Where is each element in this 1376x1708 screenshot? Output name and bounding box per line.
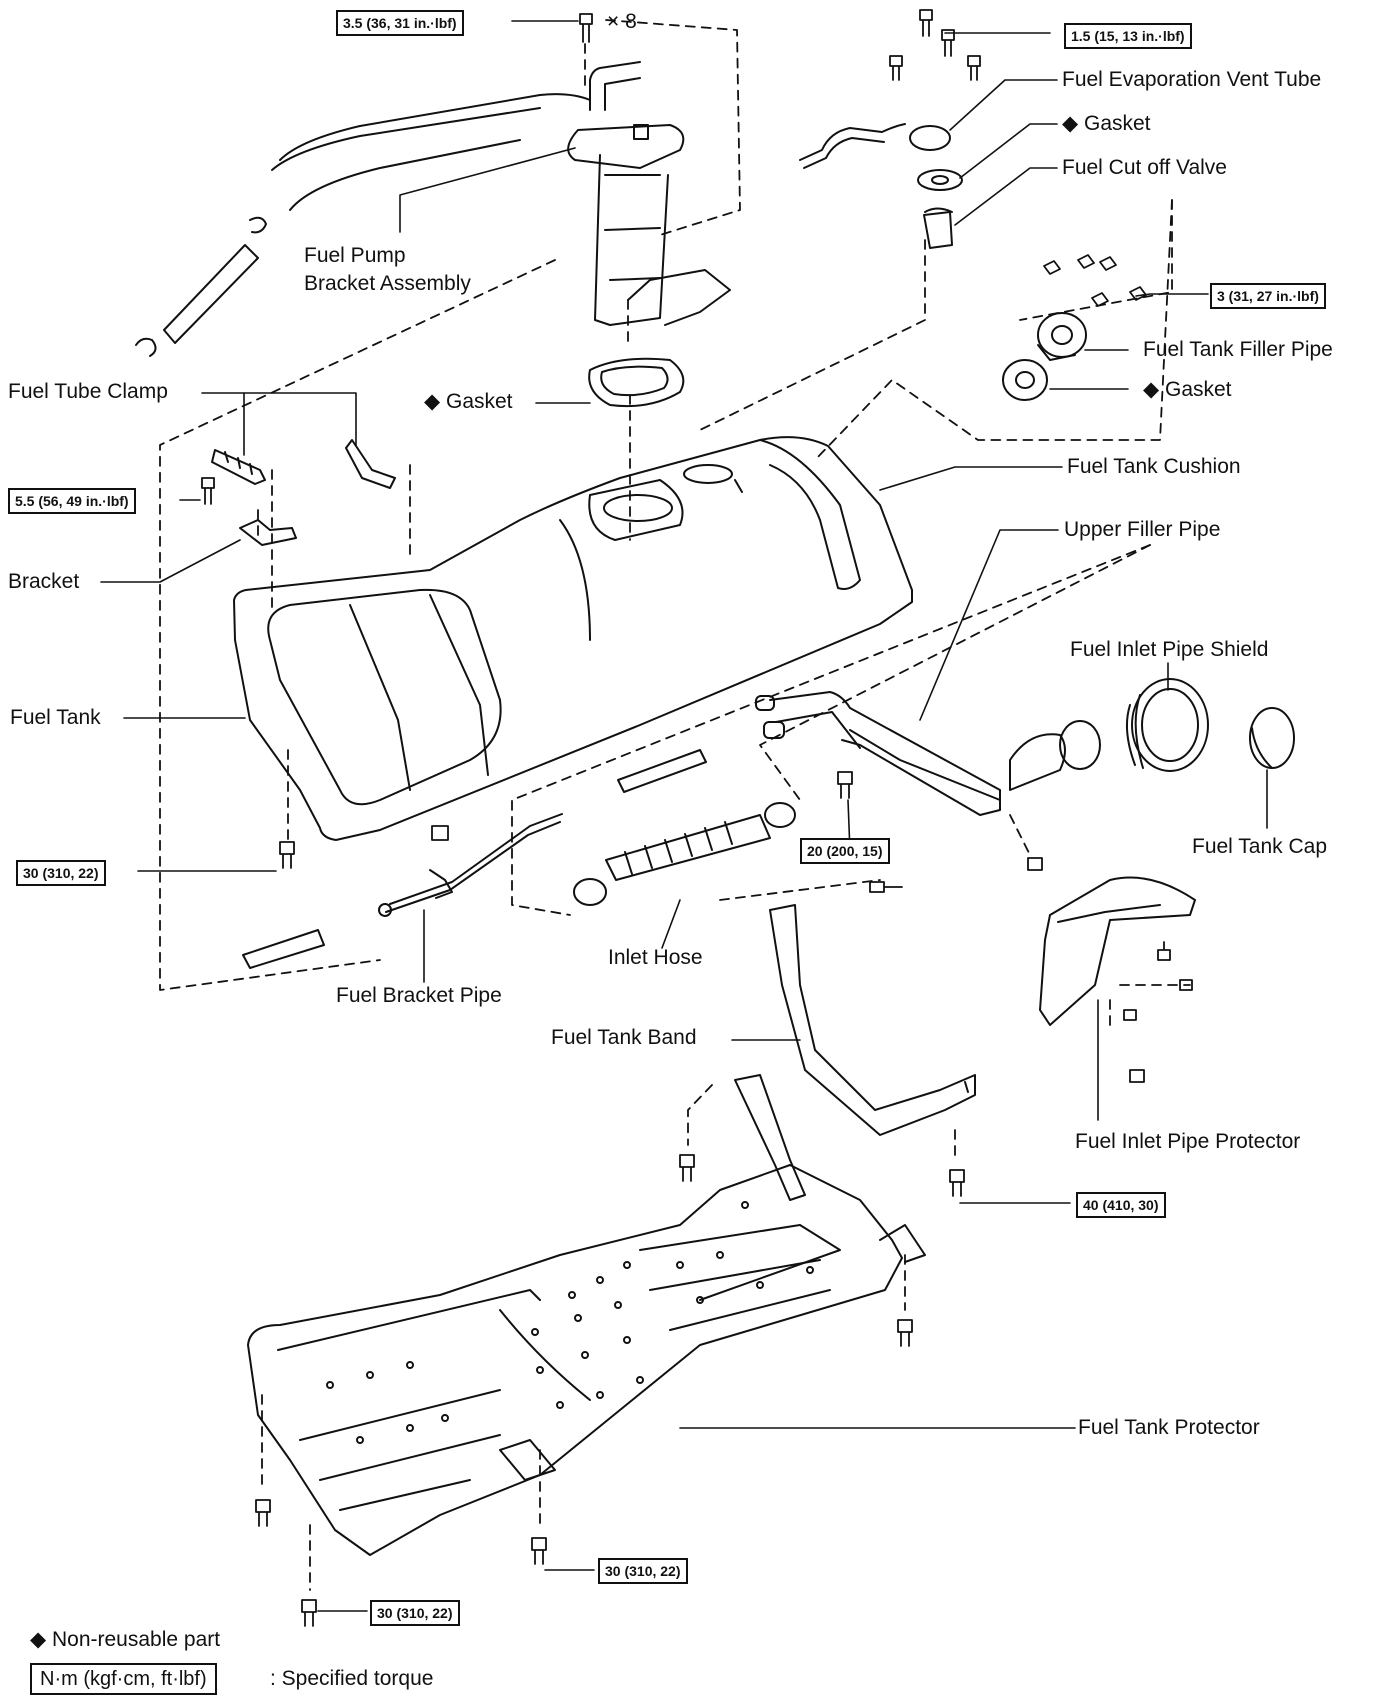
label-fuel-inlet-pipe-protector: Fuel Inlet Pipe Protector <box>1075 1130 1301 1153</box>
torque-vent-bolts: 1.5 (15, 13 in.·lbf) <box>1064 23 1192 49</box>
label-gasket-pump: ◆ Gasket <box>424 390 513 413</box>
label-fuel-tank-protector: Fuel Tank Protector <box>1078 1416 1260 1439</box>
upper-filler-pipe-shape <box>755 691 1101 816</box>
label-upper-filler-pipe: Upper Filler Pipe <box>1064 518 1221 541</box>
torque-filler-pipe-bolt: 20 (200, 15) <box>800 838 890 864</box>
label-fuel-tank: Fuel Tank <box>10 706 101 729</box>
filler-pipe-top-shape <box>1002 312 1087 401</box>
bracket-shape <box>239 519 297 546</box>
label-bracket: Bracket <box>8 570 80 593</box>
fuel-inlet-pipe-shield-shape <box>1125 678 1209 772</box>
label-fuel-tank-filler-pipe: Fuel Tank Filler Pipe <box>1143 338 1333 361</box>
label-fuel-tank-cap: Fuel Tank Cap <box>1192 835 1328 858</box>
label-gasket-filler: ◆ Gasket <box>1143 378 1232 401</box>
label-bolt-count: × 8 <box>607 10 637 33</box>
torque-tank-bolt: 30 (310, 22) <box>16 860 106 886</box>
legend-torque-unit: N·m (kgf·cm, ft·lbf) <box>30 1663 217 1695</box>
leader-lines <box>100 20 1268 1612</box>
pump-gasket-shape <box>588 357 685 408</box>
label-fuel-cut-off-valve: Fuel Cut off Valve <box>1062 156 1227 179</box>
label-fuel-evap-vent-tube: Fuel Evaporation Vent Tube <box>1062 68 1322 91</box>
label-fuel-bracket-pipe: Fuel Bracket Pipe <box>336 984 502 1007</box>
label-fuel-tank-cushion: Fuel Tank Cushion <box>1067 455 1241 478</box>
torque-protector-bolt-2: 30 (310, 22) <box>370 1600 460 1626</box>
fuel-pump-bracket-shape <box>271 61 731 326</box>
label-fuel-pump-2: Bracket Assembly <box>304 272 471 295</box>
torque-filler-bolts: 3 (31, 27 in.·lbf) <box>1210 283 1326 309</box>
label-fuel-tube-clamp: Fuel Tube Clamp <box>8 380 168 403</box>
fuel-tube-clamp-shapes <box>211 439 396 489</box>
torque-protector-bolt-1: 30 (310, 22) <box>598 1558 688 1584</box>
fuel-tank-shape <box>233 436 913 841</box>
torque-bracket-bolt: 5.5 (56, 49 in.·lbf) <box>8 488 136 514</box>
legend-non-reusable: ◆ Non-reusable part <box>30 1628 221 1651</box>
fuel-hose-shape <box>135 216 267 357</box>
bolt-shapes <box>201 9 1193 1627</box>
protector-holes <box>326 1201 814 1444</box>
fuel-inlet-pipe-protector-shape <box>1039 876 1196 1026</box>
fuel-tank-band-shape <box>769 904 976 1136</box>
legend-torque-desc: : Specified torque <box>270 1667 434 1690</box>
fuel-tank-cap-shape <box>1249 707 1295 769</box>
fuel-bracket-pipe-shape <box>378 813 563 917</box>
inlet-hose-shape <box>242 749 796 969</box>
label-gasket-top: ◆ Gasket <box>1062 112 1151 135</box>
vent-tube-shape <box>799 123 963 249</box>
torque-pump-bolts: 3.5 (36, 31 in.·lbf) <box>336 10 464 36</box>
torque-band-bolt: 40 (410, 30) <box>1076 1192 1166 1218</box>
label-inlet-hose: Inlet Hose <box>608 946 703 969</box>
fuel-tank-protector-shape <box>247 1074 926 1556</box>
label-fuel-pump-1: Fuel Pump <box>304 244 406 267</box>
label-fuel-inlet-pipe-shield: Fuel Inlet Pipe Shield <box>1070 638 1269 661</box>
label-fuel-tank-band: Fuel Tank Band <box>551 1026 697 1049</box>
